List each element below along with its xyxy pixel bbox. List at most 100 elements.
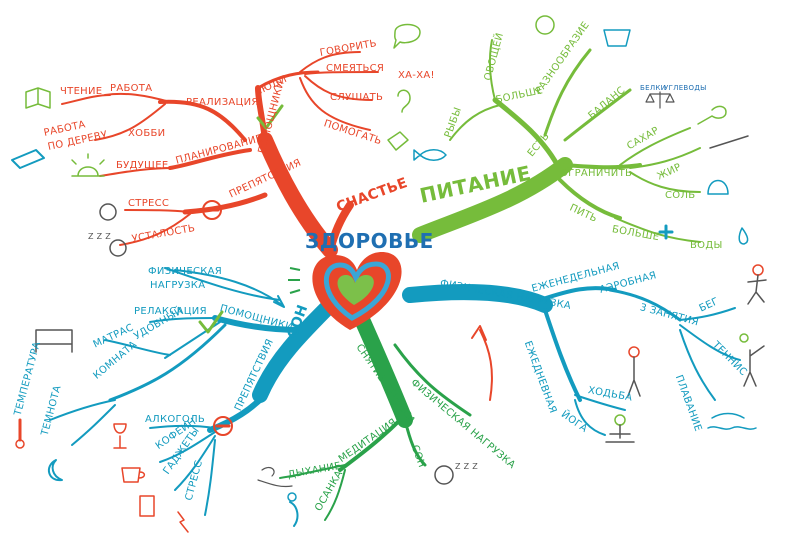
lightning-icon: [177, 511, 189, 533]
listen-label: СЛУШАТЬ: [330, 92, 384, 103]
ear-icon: [397, 89, 411, 113]
stress-red-label: СТРЕСС: [128, 198, 170, 209]
proteins-label: БЕЛКИ: [640, 84, 667, 92]
no-entry-icon: [202, 200, 222, 220]
haha-label: ХА-ХА!: [398, 70, 435, 81]
hands-icon: [387, 131, 409, 151]
relaxation-label: РЕЛАКСАЦИЯ: [134, 306, 207, 317]
central-heart: [288, 252, 402, 330]
vegetable-icon: [535, 15, 555, 35]
tennis-player-icon: [743, 345, 765, 387]
plus-icon: [658, 224, 674, 240]
runner-body-icon: [747, 274, 767, 305]
heart-dash-1: [289, 267, 301, 271]
runner-icon: [752, 264, 764, 276]
branch-physical-sleep: [164, 267, 281, 301]
tennis-icon: [739, 333, 749, 343]
branch-darkness: [71, 404, 116, 446]
branch-hobby: [94, 103, 166, 141]
posture-head-icon: [287, 492, 297, 502]
branch-swim: [679, 329, 716, 401]
branch-realization: [158, 99, 247, 142]
scales-icon: [645, 91, 675, 109]
thermometer-bulb-icon: [15, 439, 25, 449]
basket-icon: [603, 29, 631, 47]
branch-talk: [299, 51, 361, 73]
icons: [11, 15, 767, 533]
moon-icon: [47, 459, 63, 482]
bed-icon: [35, 329, 73, 353]
branch-yoga: [574, 399, 606, 436]
heart-dash-3: [289, 289, 301, 294]
branch-limit: [563, 163, 642, 170]
spoon-icon: [697, 105, 727, 125]
swimmer-icon: [707, 412, 757, 430]
arrow-physical-to-sleep-head: [273, 295, 285, 308]
branch-posture: [324, 469, 346, 521]
center-title: ЗДОРОВЬЕ: [305, 229, 434, 253]
branch-balance: [563, 88, 632, 142]
branch-sleep-green: [403, 418, 427, 467]
branch-help: [299, 77, 371, 131]
branch-planning: [168, 148, 252, 170]
branch-people: [256, 70, 320, 90]
branch-gadgets: [174, 435, 216, 491]
branch-stress-red: [124, 209, 191, 213]
sleeping-face-icon: [434, 465, 454, 485]
tired-face-icon: [109, 239, 127, 257]
posture-icon: [289, 501, 299, 527]
branch-physical-green: [393, 343, 472, 417]
branch-alcohol: [149, 424, 216, 429]
salt-shaker-icon: [707, 179, 729, 195]
arrow-physical-to-sleep: [174, 269, 283, 306]
branch-weekly: [538, 286, 617, 302]
stressed-face-icon: [99, 203, 117, 221]
zzz-green-label: Z Z Z: [455, 462, 479, 471]
branch-happiness-main: [257, 132, 338, 258]
branch-daily: [543, 308, 582, 402]
realization-label: РЕАЛИЗАЦИЯ: [186, 97, 259, 108]
branch-lines: [49, 39, 741, 521]
salt-label: СОЛЬ: [665, 190, 696, 201]
branch-happiness-main-tip: [326, 201, 354, 254]
branch-listen: [304, 75, 373, 101]
branch-future: [99, 167, 176, 177]
walker-icon: [628, 346, 640, 358]
sunrise-icon: [71, 153, 105, 177]
work-label: РАБОТА: [110, 83, 153, 94]
branch-activity-main: [402, 284, 553, 313]
arrow-physical-to-stress: [479, 329, 493, 401]
check-icon: [256, 104, 284, 130]
physical-sleep-label-2: НАГРУЗКА: [150, 280, 206, 291]
yoga-body-icon: [605, 424, 635, 443]
physical-sleep-label-1: ФИЗИЧЕСКАЯ: [148, 266, 223, 277]
laugh-label: СМЕЯТЬСЯ: [326, 63, 385, 74]
branch-room: [108, 323, 227, 402]
branch-sleep-helpers: [212, 315, 303, 333]
branch-variety: [543, 48, 592, 137]
branch-tennis: [679, 324, 741, 361]
branch-sleep-main: [252, 292, 343, 403]
phone-icon: [139, 495, 155, 517]
alcohol-label: АЛКОГОЛЬ: [145, 414, 206, 425]
branch-fat: [629, 147, 701, 169]
zzz-red-label: Z Z Z: [88, 232, 112, 241]
branch-fish: [449, 104, 501, 141]
speech-bubble-icon: [393, 23, 421, 49]
water-drop-icon: [738, 227, 749, 245]
book-icon: [25, 87, 51, 109]
yoga-icon: [614, 414, 626, 426]
heart-middle: [324, 261, 391, 321]
branch-breathing: [279, 464, 346, 479]
branch-obstacles-red: [182, 192, 268, 215]
water-label: ВОДЫ: [690, 240, 723, 251]
branch-aerobic: [608, 288, 682, 322]
fish-icon: [413, 149, 447, 161]
branch-temperature: [49, 399, 116, 421]
branch-nutrition-main: [412, 157, 573, 243]
branch-fatigue: [119, 213, 191, 246]
woodwork-icon: [11, 149, 45, 169]
no-entry-icon: [213, 416, 233, 436]
branch-walk: [574, 394, 626, 411]
branch-relaxation: [149, 317, 216, 323]
